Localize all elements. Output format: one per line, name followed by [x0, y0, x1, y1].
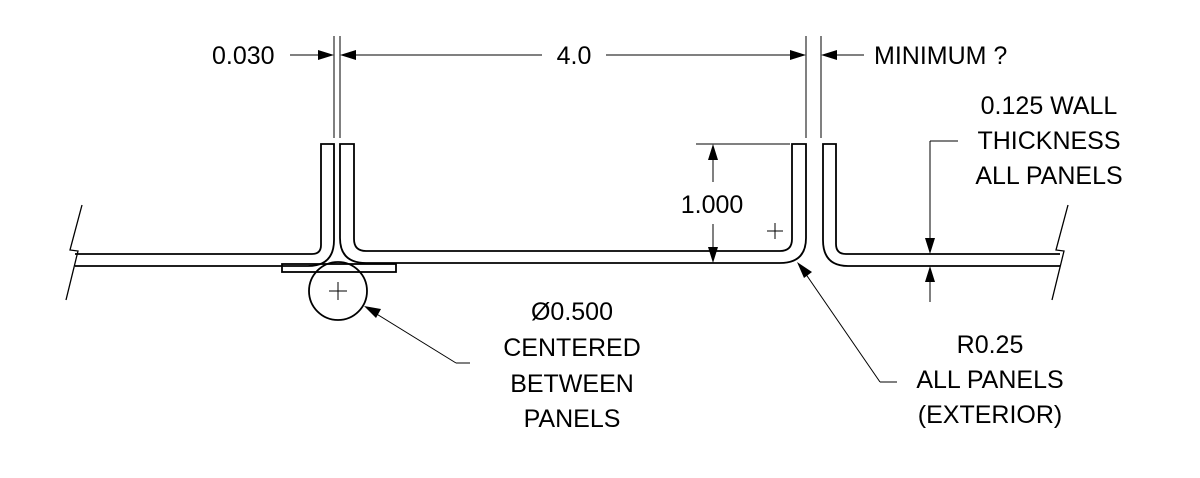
- wall-note-line-1: 0.125 WALL: [981, 92, 1118, 120]
- extension-lines: [333, 36, 968, 267]
- rod-note: Ø0.500 CENTERED BETWEEN PANELS: [364, 298, 641, 433]
- dim-width: 4.0: [340, 42, 806, 70]
- dim-height-label: 1.000: [681, 191, 744, 219]
- right-break-line: [1051, 204, 1069, 301]
- left-panel-outline: [75, 143, 335, 267]
- rod-note-line-3: BETWEEN: [510, 370, 634, 398]
- dim-minimum: MINIMUM ?: [821, 42, 1007, 70]
- right-panel-outline: [822, 143, 1060, 267]
- left-break-line: [65, 204, 83, 301]
- rod-note-line-1: Ø0.500: [531, 298, 613, 326]
- wall-thickness-note: 0.125 WALL THICKNESS ALL PANELS: [925, 92, 1123, 302]
- dim-gap-label: 0.030: [212, 42, 275, 70]
- dim-gap: 0.030: [212, 42, 334, 70]
- radius-note: R0.25 ALL PANELS (EXTERIOR): [797, 262, 1064, 429]
- radius-note-line-2: ALL PANELS: [916, 366, 1063, 394]
- dim-width-label: 4.0: [557, 42, 592, 70]
- center-panel: [339, 143, 807, 264]
- radius-note-line-3: (EXTERIOR): [918, 401, 1062, 429]
- wall-note-line-2: THICKNESS: [977, 127, 1120, 155]
- rod-note-line-4: PANELS: [524, 405, 621, 433]
- rod-circle: [308, 261, 368, 321]
- rod-note-line-2: CENTERED: [503, 334, 641, 362]
- dim-minimum-label: MINIMUM ?: [874, 42, 1007, 70]
- dim-height: 1.000: [681, 144, 744, 263]
- radius-center-mark: [767, 223, 783, 239]
- hinge-strip: [281, 263, 397, 273]
- radius-note-line-1: R0.25: [957, 331, 1024, 359]
- wall-note-line-3: ALL PANELS: [975, 162, 1122, 190]
